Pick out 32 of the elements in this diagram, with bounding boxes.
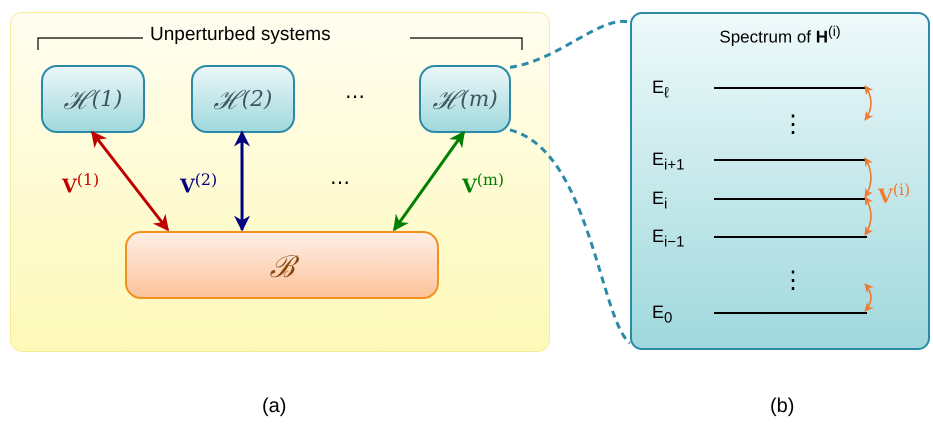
edge-label: V$^{(1)}$ bbox=[62, 170, 100, 198]
system-box: ℋ$^{(m)}$ bbox=[419, 65, 511, 133]
panel-caption: (a) bbox=[262, 395, 286, 418]
edge-label: V$^{(2)}$ bbox=[180, 170, 218, 198]
panel-caption: (b) bbox=[770, 395, 794, 418]
spectrum-panel bbox=[630, 12, 930, 350]
ellipsis: ⋯ bbox=[330, 171, 350, 195]
system-box: ℋ$^{(2)}$ bbox=[191, 65, 295, 133]
coupling-label: V$^{(i)}$ bbox=[878, 180, 910, 208]
dashed-connector bbox=[510, 20, 630, 69]
ellipsis: ⋮ bbox=[781, 110, 805, 139]
level-label: E$_{ℓ}$ bbox=[652, 76, 669, 104]
double-arrow bbox=[864, 157, 873, 198]
double-arrow bbox=[234, 130, 250, 232]
level-label: E$_{i}$ bbox=[652, 187, 668, 215]
double-arrow bbox=[90, 130, 170, 232]
bath-box: ℬ bbox=[125, 231, 439, 299]
edge-label: V$^{(m)}$ bbox=[462, 170, 504, 198]
level-label: E$_{i−1}$ bbox=[652, 225, 684, 253]
level-label: E$_{i+1}$ bbox=[652, 148, 684, 176]
ellipsis: ⋯ bbox=[345, 85, 365, 109]
panel-title: Spectrum of H$^{(i)}$ bbox=[718, 24, 842, 48]
double-arrow bbox=[864, 283, 874, 312]
group-label: Unperturbed systems bbox=[150, 24, 331, 46]
level-label: E$_{0}$ bbox=[652, 301, 672, 329]
dashed-connector bbox=[509, 128, 632, 344]
double-arrow bbox=[864, 196, 873, 236]
panel-background bbox=[10, 12, 550, 352]
ellipsis: ⋮ bbox=[781, 266, 805, 295]
double-arrow bbox=[392, 130, 466, 232]
system-box: ℋ$^{(1)}$ bbox=[41, 65, 145, 133]
double-arrow bbox=[864, 85, 874, 121]
